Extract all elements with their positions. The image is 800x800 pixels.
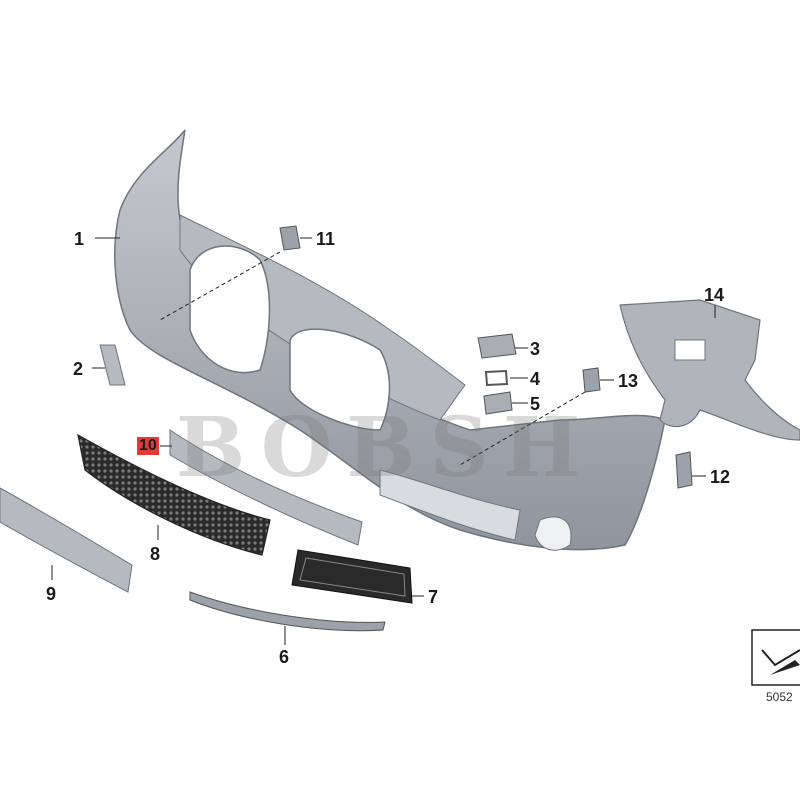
callout-3: 3 xyxy=(530,339,541,359)
callout-6: 6 xyxy=(279,647,290,667)
bumper-cover xyxy=(114,129,666,551)
callout-8: 8 xyxy=(150,544,161,564)
callout-5: 5 xyxy=(530,394,541,414)
callout-11: 11 xyxy=(316,229,336,249)
part-12-shape xyxy=(675,451,693,489)
reference-number: 5052 xyxy=(766,690,793,704)
part-9-shape xyxy=(0,487,133,593)
callout-14: 14 xyxy=(704,285,725,305)
callout-9: 9 xyxy=(46,584,57,604)
callout-7: 7 xyxy=(428,587,439,607)
part-10-shape xyxy=(169,429,363,546)
reference-box xyxy=(751,629,800,686)
part-13-shape xyxy=(582,367,601,393)
callout-13: 13 xyxy=(618,371,639,391)
part-8-mesh xyxy=(77,433,271,556)
part-6-shape xyxy=(189,591,386,632)
part-3-shape xyxy=(477,333,517,359)
callout-1: 1 xyxy=(74,229,85,249)
callout-10-highlighted: 10 xyxy=(137,437,159,455)
part-7-grille xyxy=(291,549,413,604)
part-4-shape xyxy=(484,369,509,387)
part-5-shape xyxy=(483,391,513,415)
part-2-shape xyxy=(99,344,126,386)
callout-12: 12 xyxy=(710,467,731,487)
watermark-text: BOBSH xyxy=(176,400,595,496)
callout-2: 2 xyxy=(73,359,84,379)
part-11-shape xyxy=(279,225,301,251)
carrier-bracket xyxy=(619,299,800,441)
callout-4: 4 xyxy=(530,369,541,389)
leader-lines xyxy=(51,237,716,645)
